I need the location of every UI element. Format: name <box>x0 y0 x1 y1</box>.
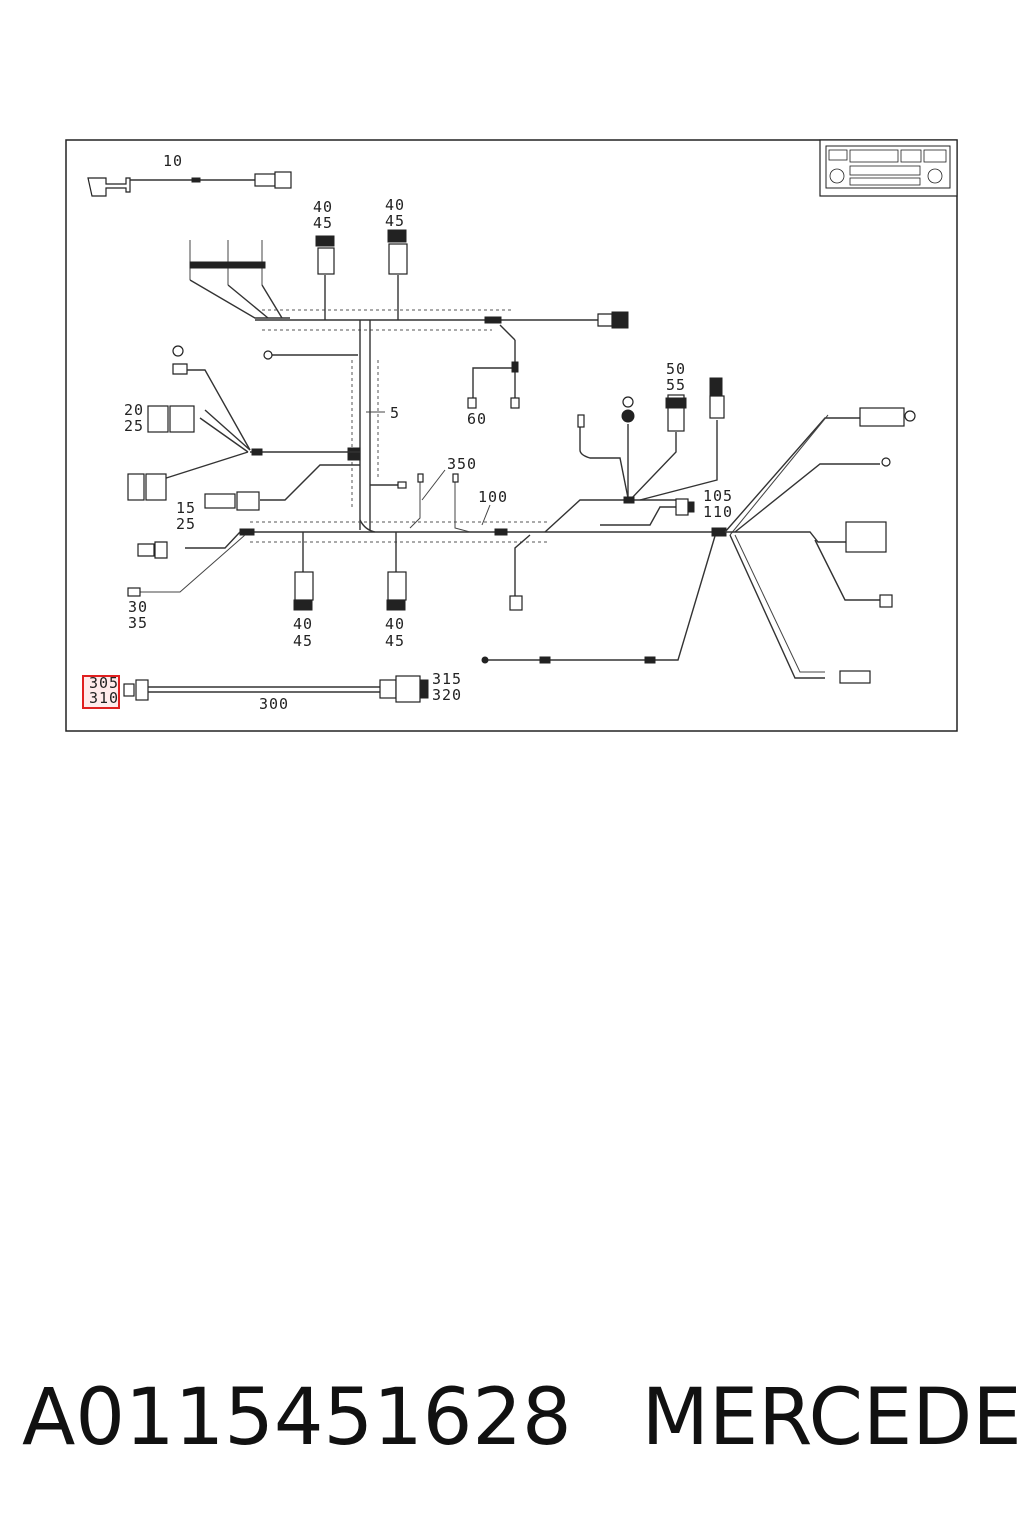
diagram-canvas: 10 40 45 40 45 5 60 50 55 20 25 350 100 … <box>65 139 958 732</box>
diagram-frame <box>65 139 958 732</box>
callout-110: 110 <box>703 503 733 521</box>
callout-50: 50 <box>666 360 686 378</box>
callout-320: 320 <box>432 686 462 704</box>
radio-unit-thumbnail <box>819 139 958 197</box>
callout-40-top-a: 40 <box>313 198 333 216</box>
top-left-branch <box>189 240 290 319</box>
lower-connector-b <box>386 532 407 611</box>
callout-315: 315 <box>432 670 462 688</box>
top-trunk <box>255 309 629 409</box>
main-vertical-trunk <box>263 320 407 530</box>
upper-right-branches <box>544 377 725 533</box>
lower-main-harness <box>127 519 727 597</box>
callout-105: 105 <box>703 487 733 505</box>
callout-300: 300 <box>259 695 289 713</box>
callout-5: 5 <box>390 404 400 422</box>
callout-60: 60 <box>467 410 487 428</box>
part-number: A0115451628 <box>22 1373 572 1463</box>
callout-350: 350 <box>447 455 477 473</box>
callout-45-top-b: 45 <box>385 212 405 230</box>
part-350-branch <box>409 469 491 533</box>
callout-40-lower-a: 40 <box>293 615 313 633</box>
callout-55: 55 <box>666 376 686 394</box>
callout-40-lower-b: 40 <box>385 615 405 633</box>
callout-35: 35 <box>128 614 148 632</box>
far-right-fanout <box>481 407 916 684</box>
lower-connector-a <box>293 532 314 611</box>
bottom-center-branch <box>509 534 531 611</box>
callout-20: 20 <box>124 401 144 419</box>
callout-310: 310 <box>89 689 119 707</box>
callout-45-lower-b: 45 <box>385 632 405 650</box>
top-connector-a <box>315 235 335 320</box>
callout-45-top-a: 45 <box>313 214 333 232</box>
top-connector-b <box>387 229 408 320</box>
left-group-connectors <box>127 345 360 511</box>
brand-name: MERCEDES <box>641 1373 1024 1463</box>
wiring-harness-diagram: 10 40 45 40 45 5 60 50 55 20 25 350 100 … <box>0 0 1024 760</box>
highlighted-callout-box <box>82 675 120 709</box>
part-10-cable <box>87 171 292 197</box>
callout-25-lower: 25 <box>176 515 196 533</box>
part-300-cable <box>123 675 429 703</box>
callout-15: 15 <box>176 499 196 517</box>
callout-45-lower-a: 45 <box>293 632 313 650</box>
callout-305: 305 <box>89 674 119 692</box>
callout-40-top-b: 40 <box>385 196 405 214</box>
product-caption: A0115451628 MERCEDES <box>22 1368 1024 1468</box>
callout-30: 30 <box>128 598 148 616</box>
callout-25-left: 25 <box>124 417 144 435</box>
callout-100: 100 <box>478 488 508 506</box>
callout-10: 10 <box>163 152 183 170</box>
